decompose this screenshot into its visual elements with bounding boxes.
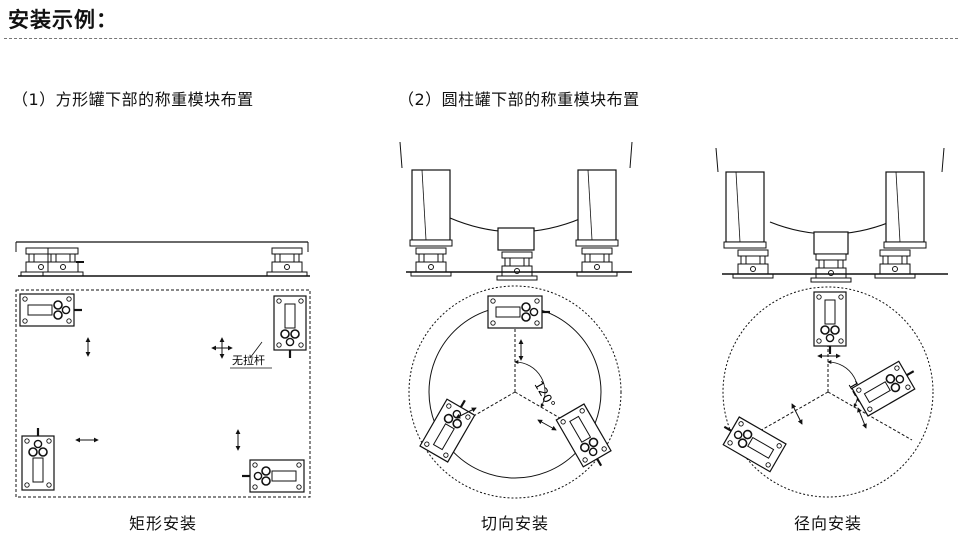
radial-side-view xyxy=(715,147,948,283)
rect-side-view xyxy=(15,241,310,277)
title-divider xyxy=(4,38,958,39)
caption-tangential: 切向安装 xyxy=(480,514,550,533)
rect-top-view: 无拉杆 xyxy=(15,289,311,498)
caption-radial: 径向安装 xyxy=(793,514,863,533)
heading-round-tank: （2）圆柱罐下部的称重模块布置 xyxy=(398,90,640,109)
tangential-side-view xyxy=(399,141,633,281)
tangential-angle-label: 120° xyxy=(531,379,558,411)
tangential-top-view: 120° xyxy=(408,285,622,499)
radial-top-view: 120° xyxy=(715,286,934,498)
heading-rect-tank: （1）方形罐下部的称重模块布置 xyxy=(12,90,254,109)
page-title: 安装示例： xyxy=(8,8,118,32)
no-tie-rod-label: 无拉杆 xyxy=(232,353,265,367)
caption-rectangular: 矩形安装 xyxy=(128,514,198,533)
